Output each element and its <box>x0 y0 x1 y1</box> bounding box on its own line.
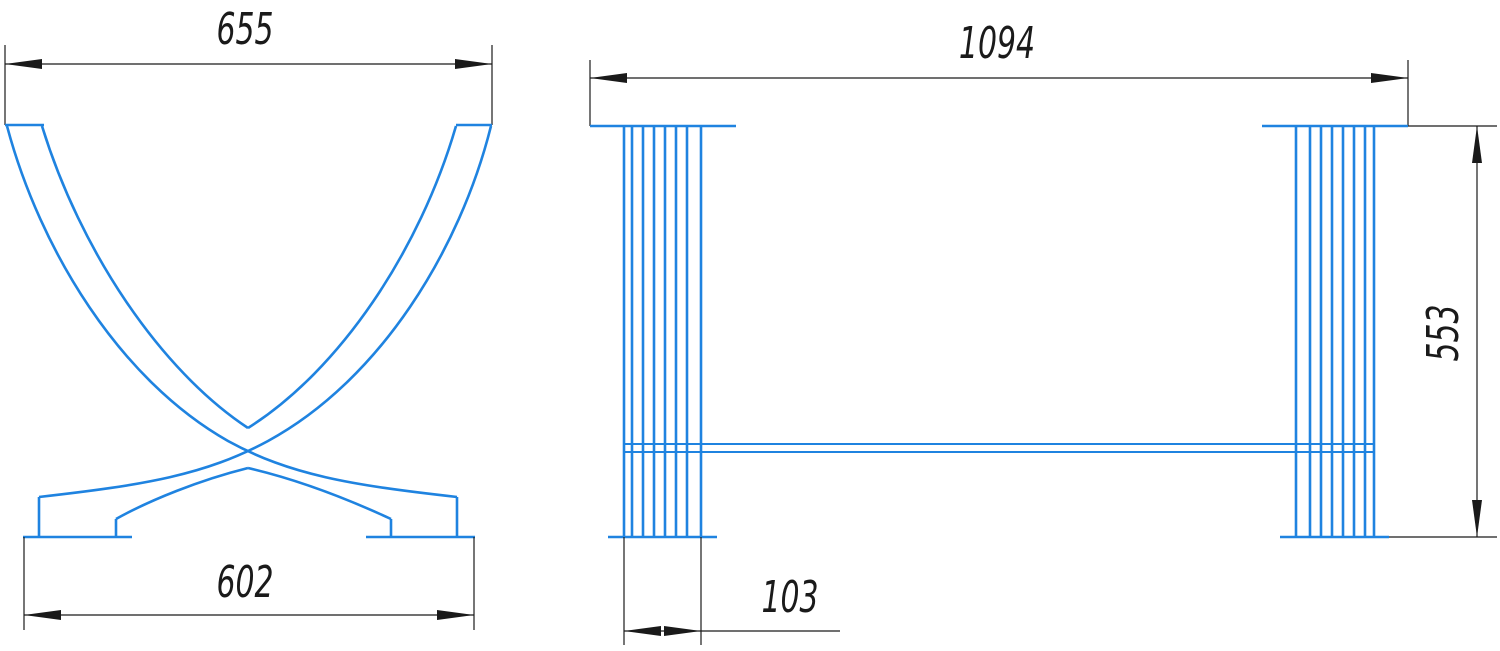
base-width-label: 602 <box>216 556 273 607</box>
x-leg-shape <box>5 123 493 539</box>
side-view: 1094 <box>589 17 1497 645</box>
arrow-right <box>455 59 492 69</box>
arm-left-inner-bottom <box>247 466 392 521</box>
arrow-right <box>664 626 701 636</box>
arrow-right <box>437 610 474 620</box>
front-view: 655 602 <box>4 3 493 630</box>
post-right <box>1294 126 1376 537</box>
stretcher-bar <box>624 443 1374 453</box>
top-width-label: 655 <box>216 3 273 54</box>
arrow-right <box>1371 73 1408 83</box>
post-left <box>622 126 703 537</box>
arrow-left <box>624 626 661 636</box>
front-view-dimension-top: 655 <box>4 3 493 125</box>
height-label: 553 <box>1417 304 1468 361</box>
arrow-left <box>5 59 42 69</box>
post-width-label: 103 <box>761 571 818 622</box>
side-frame <box>590 124 1408 539</box>
side-view-dimension-length: 1094 <box>589 17 1409 126</box>
front-view-dimension-bottom: 602 <box>23 537 475 630</box>
arm-left-outer <box>5 125 458 499</box>
arm-right-inner-bottom <box>115 466 249 521</box>
arrow-left <box>24 610 61 620</box>
side-view-dimension-height: 553 <box>1389 125 1497 538</box>
side-view-dimension-post: 103 <box>623 537 840 645</box>
arm-right-outer <box>38 125 493 499</box>
arm-right-inner-top <box>247 125 458 430</box>
overall-length-label: 1094 <box>959 17 1035 68</box>
arrow-left <box>590 73 627 83</box>
arrow-top <box>1472 126 1482 163</box>
arm-left-inner-top <box>40 125 249 430</box>
arrow-bottom <box>1472 500 1482 537</box>
